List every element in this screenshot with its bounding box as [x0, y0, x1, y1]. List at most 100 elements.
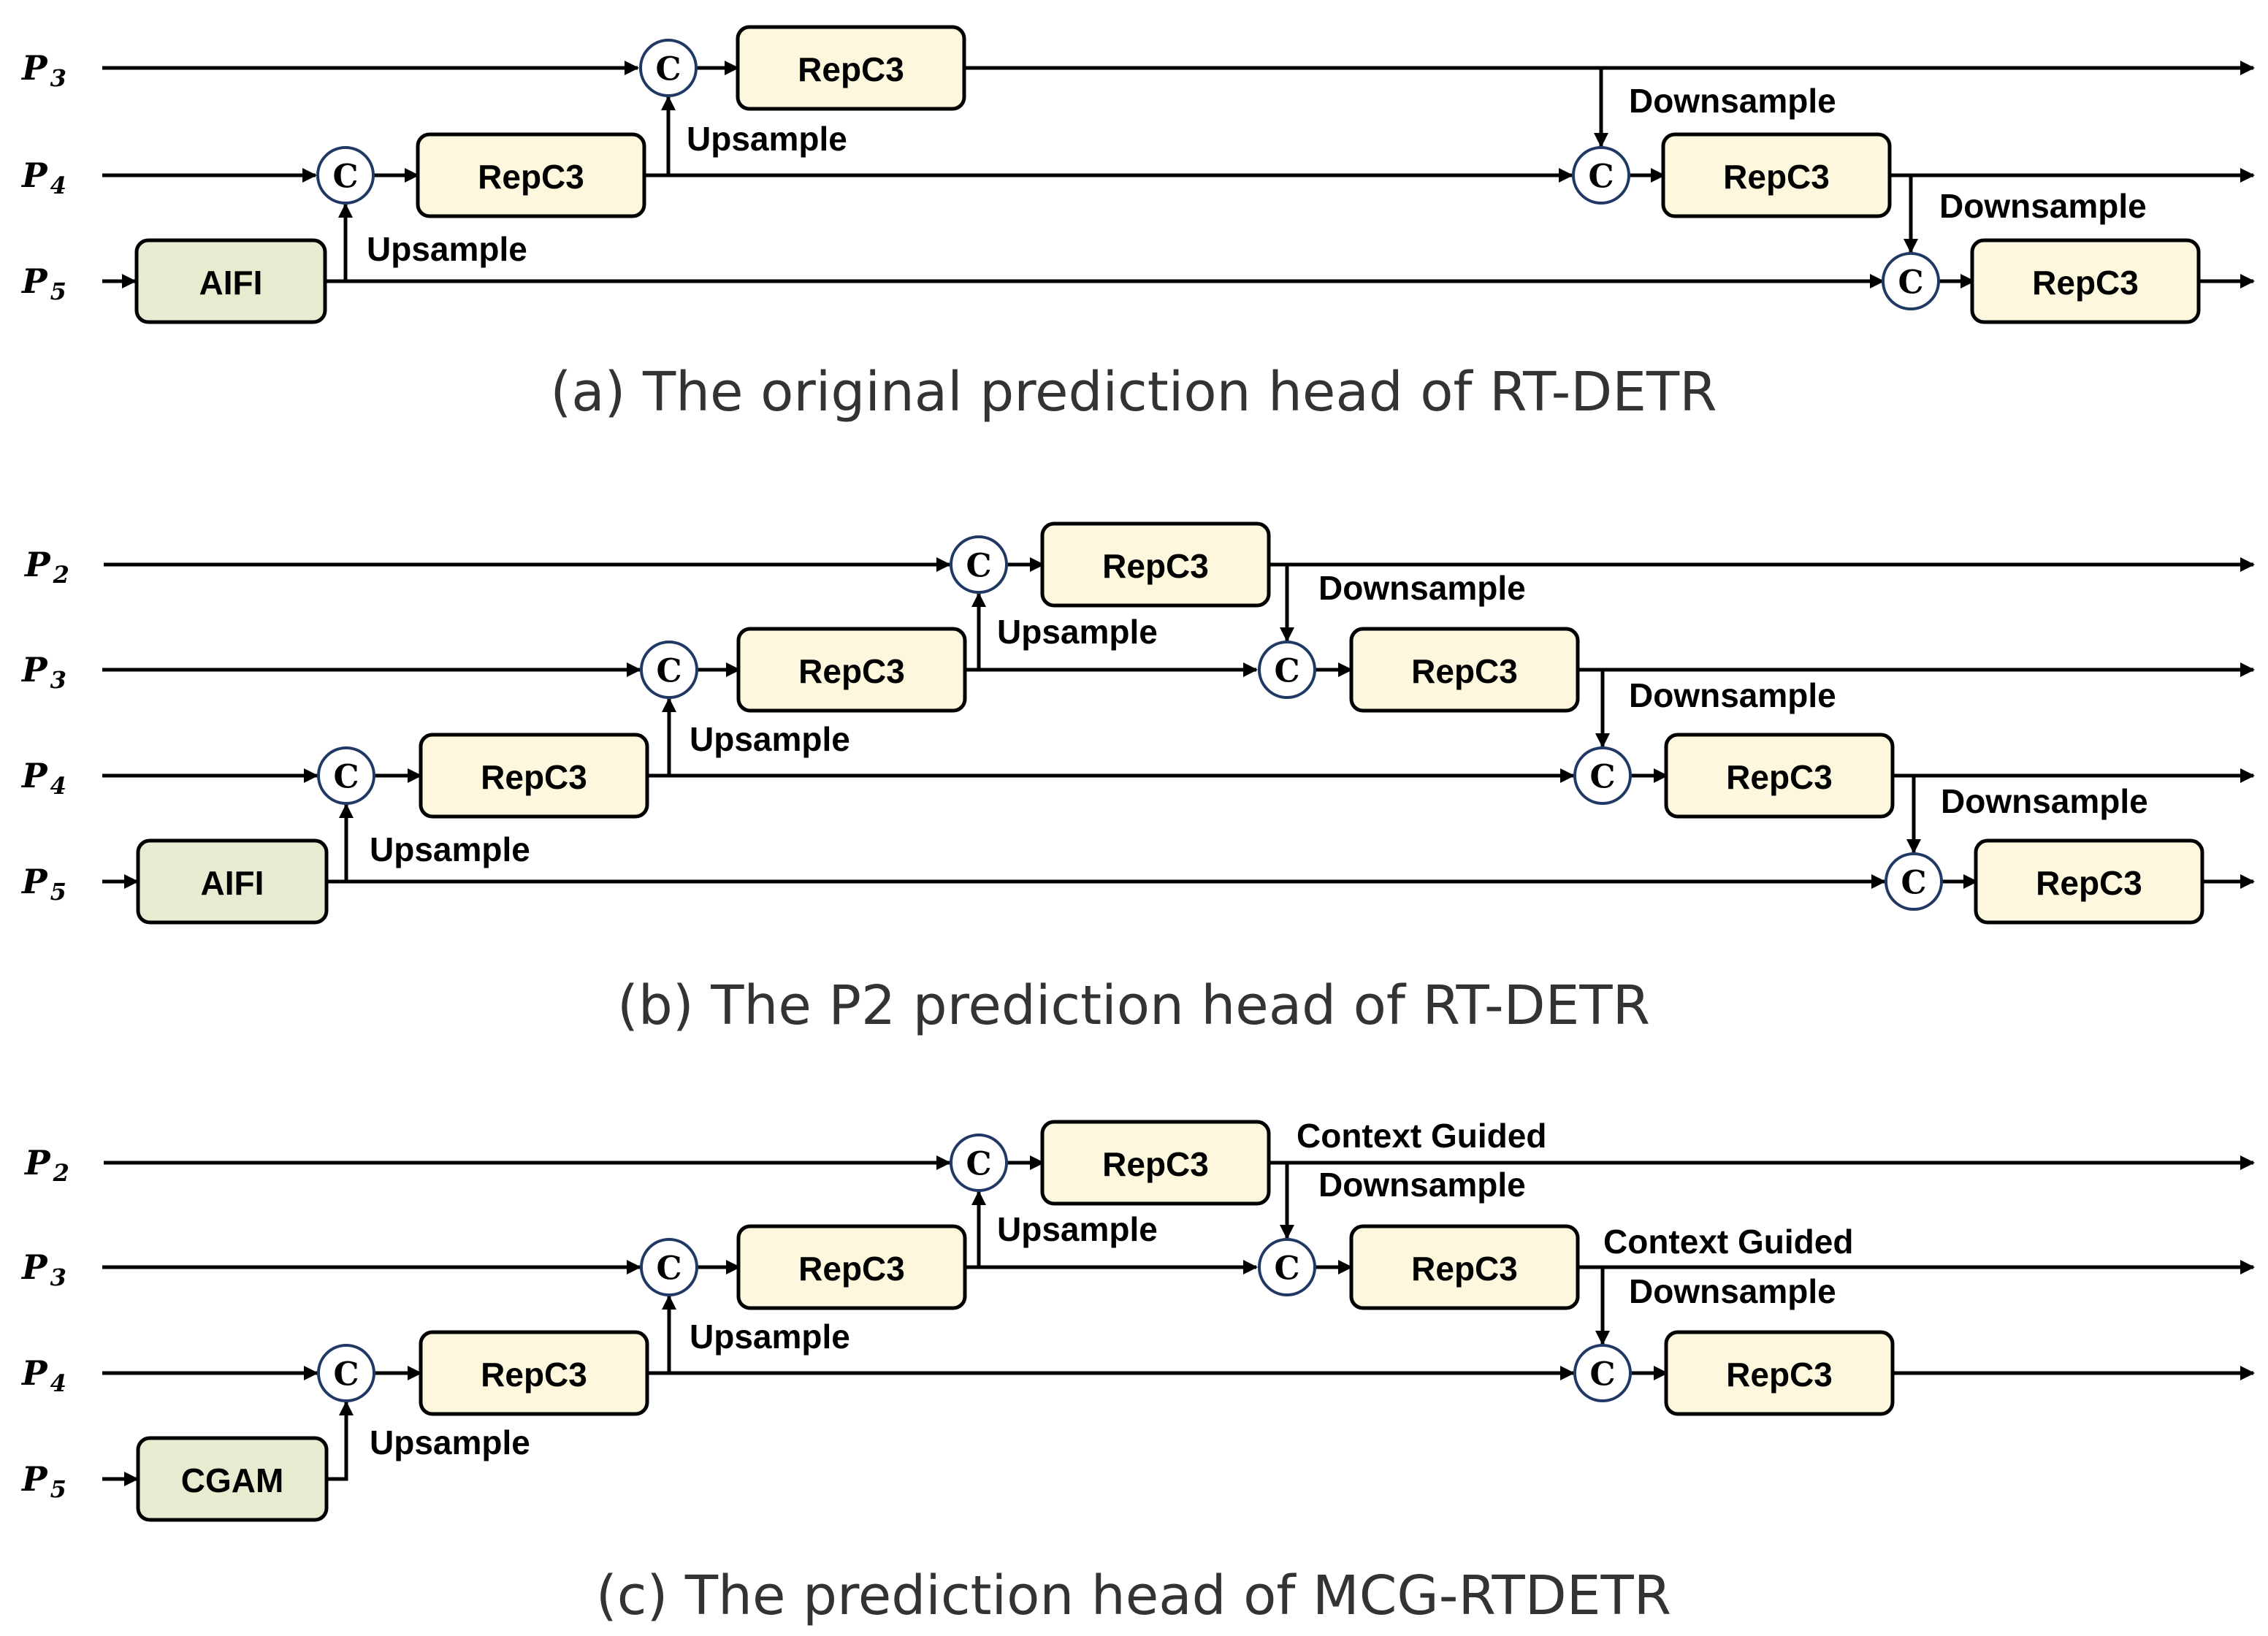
b-repc3-p2-label: RepC3 [1102, 547, 1209, 585]
p4-subscript: 4 [50, 172, 66, 199]
c-repc3-p3-label: RepC3 [798, 1250, 905, 1288]
b-repc3-p5-down [1974, 838, 2204, 925]
c-upsample-label-2: Upsample [690, 1318, 850, 1356]
b-concat-p3 [640, 641, 698, 699]
c-concat-p2 [950, 1134, 1008, 1192]
p3-subscript: 3 [50, 64, 66, 92]
a-repc3-p4 [416, 132, 646, 218]
c-upsample-p5-to-p4 [327, 1401, 354, 1481]
connection-lines [102, 61, 2255, 1486]
p3-letter: P [20, 1247, 48, 1287]
p5-subscript: 5 [50, 878, 66, 906]
b-repc3-p5-down-label: RepC3 [2036, 864, 2142, 902]
p3-letter: P [20, 650, 48, 689]
c-repc3-p4-label: RepC3 [481, 1356, 587, 1394]
p2-subscript: 2 [53, 1159, 69, 1187]
c-concat-p4-symbol: C [333, 1356, 359, 1394]
b-downsample-label-1: Downsample [1318, 569, 1526, 607]
c-repc3-p3-down [1349, 1224, 1580, 1310]
c-repc3-p4-down [1664, 1330, 1895, 1416]
b-concat-p5-down [1885, 852, 1943, 911]
caption-c: (c) The prediction head of MCG-RTDETR [596, 1564, 1671, 1627]
a-repc3-p4-label: RepC3 [478, 158, 584, 196]
c-upsample-label-3: Upsample [370, 1423, 530, 1461]
a-repc3-p4-down-label: RepC3 [1723, 158, 1830, 196]
c-repc3-p3 [736, 1224, 967, 1310]
c-concat-p3-down [1258, 1238, 1316, 1296]
b-concat-p3-down [1258, 641, 1316, 699]
c-concat-p3 [640, 1238, 698, 1296]
b-repc3-p3-down [1349, 627, 1580, 713]
p4-subscript: 4 [50, 1369, 66, 1397]
c-concat-p4-down-symbol: C [1589, 1356, 1615, 1394]
caption-b: (b) The P2 prediction head of RT-DETR [617, 974, 1650, 1037]
b-concat-p2-symbol: C [966, 548, 991, 585]
diagram-blocks [134, 25, 2204, 1522]
c-downsample-label-1: Downsample [1318, 1166, 1526, 1204]
b-upsample-label-2: Upsample [690, 720, 850, 758]
a-repc3-p4-down [1661, 132, 1892, 218]
b-aifi [136, 838, 329, 925]
p2-letter: P [23, 1143, 51, 1182]
c-cgam [136, 1436, 329, 1522]
a-concat-p4-down [1572, 146, 1630, 204]
a-repc3-p5-down [1970, 238, 2201, 324]
p4-letter: P [20, 156, 48, 195]
b-repc3-p4-label: RepC3 [481, 758, 587, 796]
b-downsample-label-3: Downsample [1941, 782, 2148, 820]
a-downsample-label-1: Downsample [1629, 82, 1836, 120]
a-concat-p3-symbol: C [655, 51, 681, 88]
b-repc3-p3-label: RepC3 [798, 652, 905, 690]
b-concat-p3-symbol: C [656, 653, 681, 690]
b-upsample-label-3: Upsample [370, 830, 530, 868]
p4-subscript: 4 [50, 772, 66, 800]
c-downsample-label-2: Downsample [1629, 1272, 1836, 1310]
b-concat-p4-down-symbol: C [1589, 759, 1615, 796]
p5-letter: P [20, 261, 48, 301]
c-concat-p3-symbol: C [656, 1250, 681, 1288]
b-repc3-p3-down-label: RepC3 [1411, 652, 1518, 690]
p5-subscript: 5 [50, 278, 66, 305]
a-upsample-label-2: Upsample [367, 230, 527, 268]
c-repc3-p4 [419, 1330, 649, 1416]
c-context-guided-label-1: Context Guided [1297, 1117, 1546, 1155]
b-concat-p4-symbol: C [333, 759, 359, 796]
p5-letter: P [20, 1459, 48, 1499]
a-repc3-p5-down-label: RepC3 [2032, 264, 2139, 302]
a-concat-p5-down-symbol: C [1898, 264, 1923, 302]
p5-letter: P [20, 862, 48, 901]
b-repc3-p3 [736, 627, 967, 713]
a-concat-p5-down [1882, 252, 1940, 310]
c-repc3-p2-label: RepC3 [1102, 1145, 1209, 1183]
c-repc3-p3-down-label: RepC3 [1411, 1250, 1518, 1288]
b-downsample-label-2: Downsample [1629, 676, 1836, 714]
p4-letter: P [20, 1353, 48, 1393]
b-concat-p3-down-symbol: C [1274, 653, 1299, 690]
a-aifi [134, 238, 327, 324]
p4-letter: P [20, 756, 48, 795]
c-context-guided-label-2: Context Guided [1603, 1223, 1853, 1261]
b-concat-p4 [317, 746, 375, 805]
b-repc3-p4 [419, 733, 649, 819]
p3-subscript: 3 [50, 666, 66, 694]
b-concat-p5-down-symbol: C [1901, 865, 1926, 902]
b-concat-p2 [950, 535, 1008, 594]
a-repc3-p3 [736, 25, 966, 111]
c-repc3-p2 [1040, 1120, 1271, 1206]
p3-subscript: 3 [50, 1264, 66, 1291]
b-aifi-label: AIFI [201, 864, 264, 902]
c-upsample-label-1: Upsample [997, 1210, 1158, 1248]
a-concat-p4 [316, 146, 375, 204]
